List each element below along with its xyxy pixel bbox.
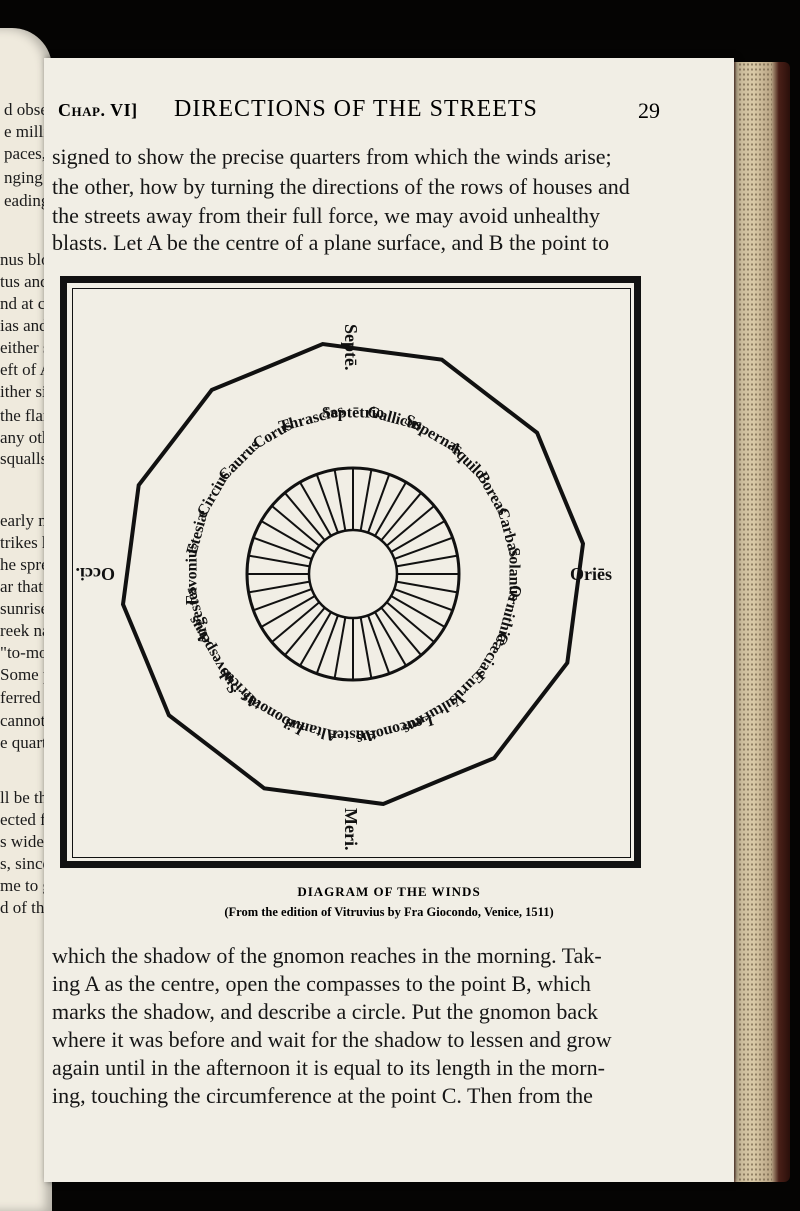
facing-page-text: either side of S <box>0 338 52 357</box>
facing-page-text: early morning <box>0 511 52 530</box>
diagram-spoke <box>390 520 446 553</box>
diagram-spoke <box>299 611 332 667</box>
text-line: blasts. Let A be the centre of a plane s… <box>52 230 610 255</box>
diagram-spoke <box>260 520 316 553</box>
diagram-spoke <box>315 474 339 533</box>
diagram-spoke <box>367 474 391 533</box>
facing-page: d observing e million m paces, shy nging ov… <box>0 28 52 1211</box>
facing-page-text: eft of Aquilo <box>0 360 52 379</box>
facing-page-text: eading to a <box>4 191 52 210</box>
facing-page-text: nus blowing <box>0 250 52 269</box>
facing-page-text: ither side of S <box>0 382 52 401</box>
facing-page-text: me to gr <box>0 876 52 895</box>
page-title: DIRECTIONS OF THE STREETS <box>174 96 538 122</box>
text-line: signed to show the precise quarters from… <box>52 144 612 169</box>
diagram-spoke <box>394 588 453 612</box>
diagram-spoke <box>396 554 458 568</box>
facing-page-text: he spreads <box>0 555 52 574</box>
cardinal-west-label: Occi. <box>76 564 115 584</box>
facing-page-text: d observing <box>4 100 52 119</box>
text-line: ing A as the centre, open the compasses … <box>52 971 591 996</box>
wind-rose-illustration: SeptētrioGallicusSupernasAquiloBoreasCar… <box>76 324 612 850</box>
text-line: again until in the afternoon it is equal… <box>52 1055 605 1080</box>
chapter-label: Chap. VI] <box>58 100 138 120</box>
text-line: where it was before and wait for the sha… <box>52 1027 612 1052</box>
cardinal-north-label: Septē. <box>341 324 361 371</box>
text-line: marks the shadow, and describe a circle.… <box>52 999 598 1024</box>
wind-label: Septētrio <box>322 405 384 422</box>
diagram-spoke <box>386 505 435 547</box>
diagram-spoke <box>284 607 326 656</box>
diagram-spoke <box>248 580 310 594</box>
diagram-spoke <box>253 588 312 612</box>
diagram-spoke <box>359 469 373 531</box>
facing-page-text: trikes humid <box>0 533 52 552</box>
diagram-spoke <box>359 617 373 679</box>
text-line: the streets away from their full force, … <box>52 203 600 228</box>
diagram-spoke <box>386 601 435 643</box>
running-head: Chap. VI] DIRECTIONS OF THE STREETS 29 <box>58 96 660 126</box>
diagram-spoke <box>271 601 320 643</box>
facing-page-text: squalls wid <box>0 449 52 468</box>
diagram-spoke <box>390 595 446 628</box>
facing-page-text: any other <box>0 428 52 447</box>
facing-page-text: e quarters of <box>0 733 52 752</box>
facing-page-text: Some people <box>0 665 52 684</box>
facing-page-text: nging over <box>4 168 52 187</box>
diagram-spoke <box>333 469 347 531</box>
facing-page-text: ias and Cora <box>0 316 52 335</box>
page-number: 29 <box>638 98 660 123</box>
diagram-spoke <box>374 481 407 537</box>
diagram-spoke <box>394 536 453 560</box>
diagram-spoke <box>396 580 458 594</box>
facing-page-text: the flanks <box>0 406 52 425</box>
book-page: Chap. VI] DIRECTIONS OF THE STREETS 29 s… <box>44 58 734 1182</box>
diagram-spoke <box>380 607 422 656</box>
diagram-spoke <box>248 554 310 568</box>
facing-page-text: s, since t <box>0 854 52 873</box>
diagram-spoke <box>284 492 326 541</box>
facing-page-text: ar that was the <box>0 577 52 596</box>
diagram-spoke <box>253 536 312 560</box>
wind-label: Thrascias <box>277 402 346 436</box>
figure-caption-source: (From the edition of Vitruvius by Fra Gi… <box>224 905 554 919</box>
facing-page-text: paces, shy <box>4 144 52 163</box>
facing-page-text: sunrise are close <box>0 599 52 618</box>
book-page-edges <box>728 62 790 1182</box>
wind-label: Auster <box>330 726 376 743</box>
diagram-spoke <box>260 595 316 628</box>
cardinal-south-label: Meri. <box>341 808 361 850</box>
facing-page-text: ll be that th <box>0 788 52 807</box>
diagram-spoke <box>299 481 332 537</box>
cardinal-east-label: Oriēs <box>570 564 612 584</box>
diagram-spoke <box>315 615 339 674</box>
diagram-spoke <box>271 505 320 547</box>
facing-page-text: s widely di <box>0 832 52 851</box>
facing-page-text: ferred the two <box>0 688 52 707</box>
wind-label: Favonius <box>184 543 201 605</box>
facing-page-text: "to-morrow" <box>0 643 52 662</box>
diagram-spoke <box>380 492 422 541</box>
diagram-spoke <box>374 611 407 667</box>
figure-caption-title: DIAGRAM OF THE WINDS <box>297 884 481 899</box>
facing-page-text: e million m <box>4 122 52 141</box>
diagram-spoke <box>333 617 347 679</box>
facing-page-text: d of this <box>0 898 52 917</box>
facing-page-text: ected from <box>0 810 52 829</box>
facing-page-text: nd at certain <box>0 294 52 313</box>
facing-page-text: cannot affect <box>0 711 52 730</box>
facing-page-text: tus and Subs <box>0 272 52 291</box>
text-line: which the shadow of the gnomon reaches i… <box>52 943 602 968</box>
facing-page-text: reek name <box>0 621 52 640</box>
wind-label: Solanus <box>505 547 522 600</box>
text-line: the other, how by turning the directions… <box>52 174 630 199</box>
text-line: ing, touching the circumference at the p… <box>52 1083 593 1108</box>
diagram-spoke <box>367 615 391 674</box>
